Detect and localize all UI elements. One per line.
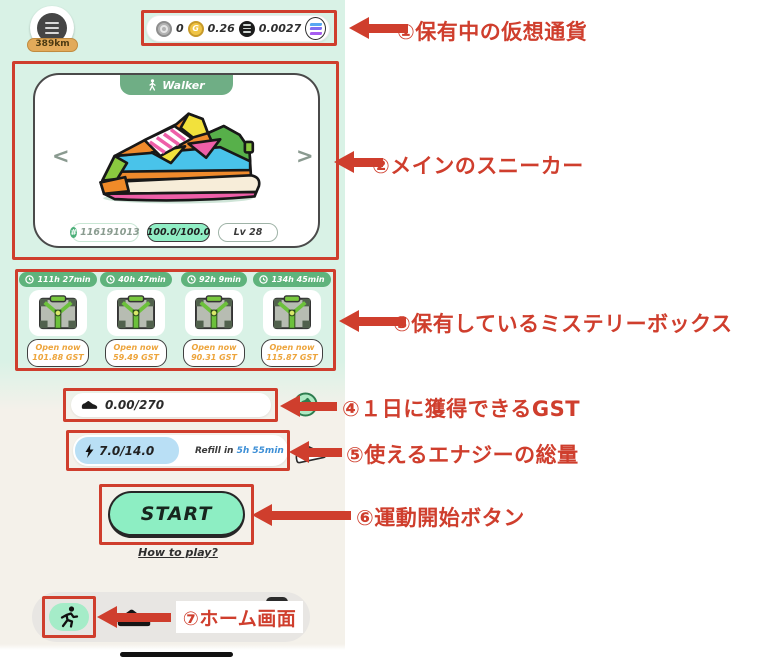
annotation-label-7-box: ⑦ホーム画面: [176, 601, 303, 633]
annotation-arrow-6: [252, 504, 351, 526]
box-timer: 111h 27min: [37, 275, 91, 284]
annotation-label-7: ⑦ホーム画面: [182, 607, 297, 630]
clock-icon: [106, 275, 115, 284]
sneaker-image: [99, 112, 261, 204]
daily-gst-value: 0.00/270: [105, 398, 165, 412]
open-cost: 101.88 GST: [32, 353, 84, 362]
open-cost: 115.87 GST: [266, 353, 318, 362]
solana-bar-icon: [309, 31, 322, 35]
annotation-arrow-4: [280, 395, 337, 417]
prev-sneaker-button[interactable]: <: [52, 144, 70, 168]
box-timer: 92h 9min: [199, 275, 241, 284]
annotation-label-6: ⑥運動開始ボタン: [356, 506, 525, 530]
energy-fill: 7.0/14.0: [75, 437, 179, 464]
annotation-arrow-1: [349, 17, 408, 39]
open-cost: 90.31 GST: [191, 353, 237, 362]
energy-bar: 7.0/14.0 Refill in 5h 55min: [73, 435, 288, 466]
open-now-label: Open now: [191, 343, 237, 352]
solana-bar-icon: [309, 27, 322, 30]
annotation-arrow-5: [289, 441, 342, 463]
runner-icon: [60, 606, 79, 628]
how-to-play-link[interactable]: How to play?: [138, 546, 218, 559]
gmt-balance: 0: [176, 22, 184, 35]
refill-label: Refill in: [195, 445, 237, 456]
mystery-box-image: [107, 290, 165, 336]
sneaker-id-pill: # 116191013: [70, 223, 140, 242]
clock-icon: [259, 275, 269, 284]
sneaker-type-label: Walker: [162, 78, 205, 92]
open-now-label: Open now: [269, 343, 315, 352]
annotation-arrow-2: [334, 151, 383, 173]
mystery-box-image: [185, 290, 243, 336]
mystery-box-image: [29, 290, 87, 336]
annotation-label-2: ②メインのスニーカー: [372, 154, 584, 178]
annotation-label-5: ⑤使えるエナジーの総量: [346, 443, 579, 467]
nav-home-tab[interactable]: [49, 603, 89, 631]
box-timer: 134h 45min: [271, 275, 325, 284]
refill-time: 5h 55min: [236, 445, 284, 456]
sneaker-type-badge: Walker: [120, 75, 233, 95]
refill-text: Refill in 5h 55min: [195, 446, 284, 456]
sneaker-id: 116191013: [80, 227, 140, 238]
walker-icon: [149, 79, 156, 91]
annotation-label-3: ③保有しているミステリーボックス: [393, 312, 733, 336]
open-now-label: Open now: [35, 343, 81, 352]
home-indicator[interactable]: [120, 652, 233, 657]
gst-shoe-icon: [81, 401, 98, 409]
durability-pill: 100.0/100.0: [147, 223, 210, 242]
hash-icon: #: [70, 227, 78, 238]
gst-balance: 0.26: [207, 22, 235, 35]
open-cost: 59.49 GST: [113, 353, 159, 362]
open-now-label: Open now: [113, 343, 159, 352]
daily-gst-bar: 0.00/270: [71, 393, 271, 417]
gmt-coin-icon: [156, 20, 172, 37]
clock-icon: [187, 275, 196, 284]
energy-value: 7.0/14.0: [99, 443, 155, 458]
annotation-arrow-3: [339, 310, 406, 332]
annotation-label-4: ④１日に獲得できるGST: [342, 397, 581, 421]
next-sneaker-button[interactable]: >: [296, 144, 314, 168]
sol-balance: 0.0027: [258, 22, 302, 35]
wallet-menu-button[interactable]: [305, 17, 326, 40]
level-pill: Lv 28: [218, 223, 278, 242]
distance-badge: 389km: [27, 38, 78, 52]
sol-coin-icon: [238, 20, 255, 37]
currency-bar[interactable]: 0 G 0.26 0.0027: [146, 15, 330, 42]
mystery-box-image: [263, 290, 321, 336]
annotation-label-1: ①保有中の仮想通貨: [397, 20, 588, 44]
gst-coin-icon: G: [187, 20, 204, 37]
clock-icon: [25, 275, 35, 284]
solana-bar-icon: [309, 22, 322, 26]
start-button[interactable]: START: [108, 491, 245, 538]
annotation-arrow-7: [97, 606, 171, 628]
lightning-icon: [85, 443, 94, 458]
box-timer: 40h 47min: [118, 275, 166, 284]
